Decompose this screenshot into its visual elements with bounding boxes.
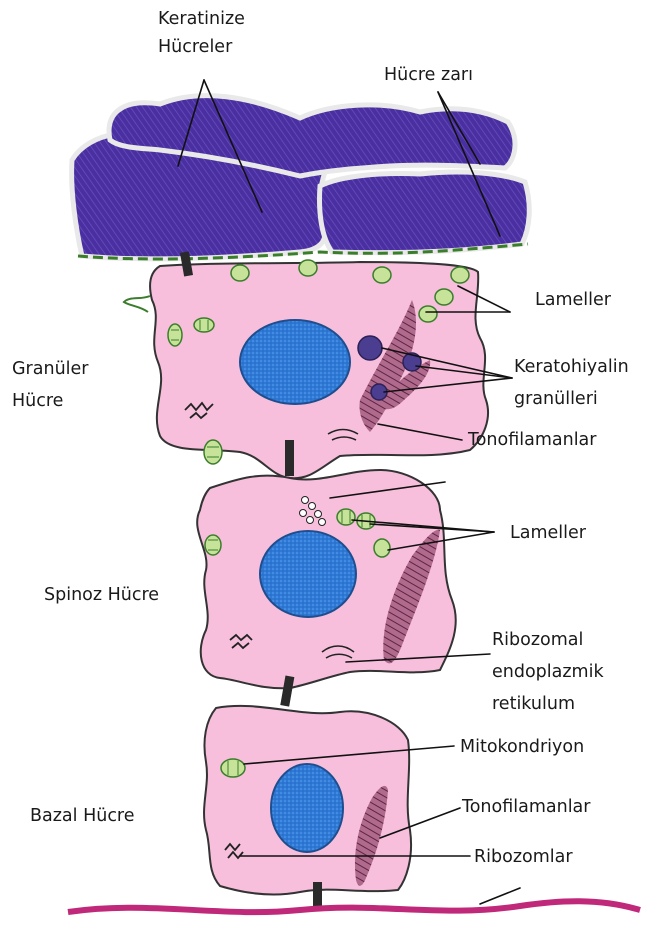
label-granular-line2: Hücre <box>12 391 63 411</box>
label-lamellae-top: Lameller <box>535 290 612 310</box>
mitochondrion <box>168 324 182 346</box>
label-keratinized-line1: Keratinize <box>158 9 245 29</box>
mitochondrion <box>204 440 222 464</box>
label-mitochondria: Mitokondriyon <box>460 737 584 757</box>
lamellar-body <box>299 260 317 276</box>
mitochondrion <box>337 509 355 525</box>
label-rer-line1: Ribozomal <box>492 630 583 650</box>
label-spinous-cell: Spinoz Hücre <box>44 585 159 605</box>
keratohyalin-granule <box>358 336 382 360</box>
label-tonofilaments-bottom: Tonofilamanlar <box>461 797 591 817</box>
lamellar-body <box>373 267 391 283</box>
label-tonofilaments-top: Tonofilamanlar <box>467 430 597 450</box>
mitochondrion <box>221 759 245 777</box>
label-rer-line3: retikulum <box>492 694 575 714</box>
keratinized-layer <box>72 96 530 259</box>
lamella-squiggle <box>124 296 150 312</box>
desmosome <box>285 440 294 476</box>
keratinized-cell-right <box>320 172 530 253</box>
label-lamellae-mid: Lameller <box>510 523 587 543</box>
label-granular-line1: Granüler <box>12 359 89 379</box>
mitochondrion <box>374 539 390 557</box>
label-ribosomes: Ribozomlar <box>474 847 573 867</box>
nucleus <box>240 320 350 404</box>
basal-cell <box>204 706 411 895</box>
label-keratohyalin-line1: Keratohiyalin <box>514 357 629 377</box>
label-keratinized-line2: Hücreler <box>158 37 233 57</box>
lamellar-body <box>435 289 453 305</box>
label-cell-membrane: Hücre zarı <box>384 65 473 85</box>
nucleus <box>260 531 356 617</box>
lamellar-body <box>451 267 469 283</box>
spinous-cell <box>197 470 456 688</box>
label-keratohyalin-line2: granülleri <box>514 389 598 409</box>
granular-cell <box>124 260 488 478</box>
lamellar-body <box>419 306 437 322</box>
mitochondrion <box>194 318 214 332</box>
label-rer-line2: endoplazmik <box>492 662 604 682</box>
basement-membrane <box>68 888 640 912</box>
label-basal-cell: Bazal Hücre <box>30 806 135 826</box>
lamellar-body <box>231 265 249 281</box>
mitochondrion <box>205 535 221 555</box>
nucleus <box>271 764 343 852</box>
